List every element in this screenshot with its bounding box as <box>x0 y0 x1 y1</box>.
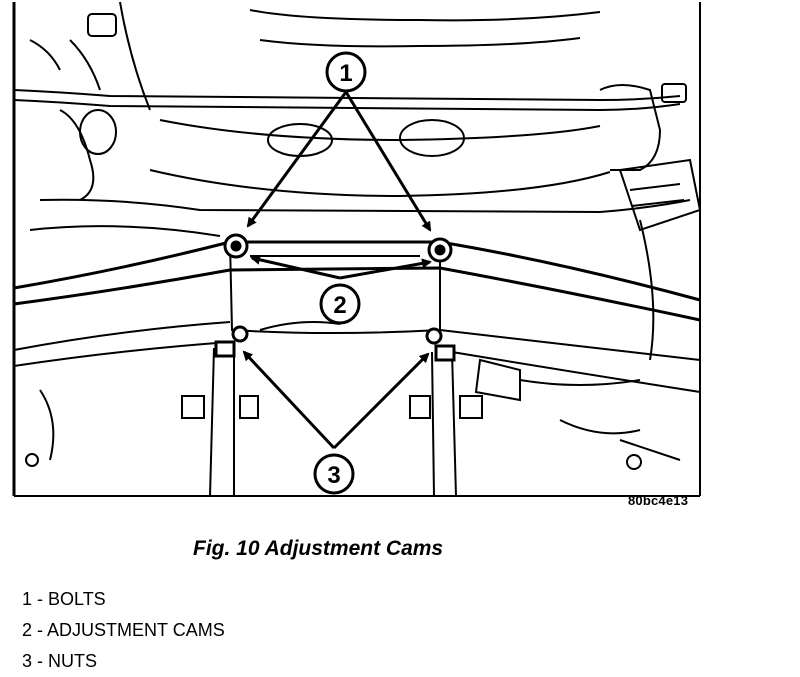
figure-caption: Fig. 10 Adjustment Cams <box>193 537 444 560</box>
callout-1-label: 1 <box>339 60 352 87</box>
figure-code: 80bc4e13 <box>628 493 689 508</box>
legend-item-bolts: 1 - BOLTS <box>22 589 106 609</box>
diagram-figure: 1 2 3 <box>12 1 702 497</box>
suspension-illustration: 1 2 3 <box>12 1 702 497</box>
callout-3-label: 3 <box>327 462 340 489</box>
legend-item-nuts: 3 - NUTS <box>22 651 98 671</box>
callout-2: 2 <box>319 283 361 325</box>
leader-arrows <box>242 91 432 450</box>
callout-1: 1 <box>325 51 367 93</box>
legend-item-adjustment-cams: 2 - ADJUSTMENT CAMS <box>22 620 225 640</box>
bolt-markers <box>214 233 456 362</box>
callout-3: 3 <box>313 453 355 495</box>
callout-2-label: 2 <box>333 292 346 319</box>
legend-list: 1 - BOLTS 2 - ADJUSTMENT CAMS 3 - NUTS <box>22 584 225 677</box>
